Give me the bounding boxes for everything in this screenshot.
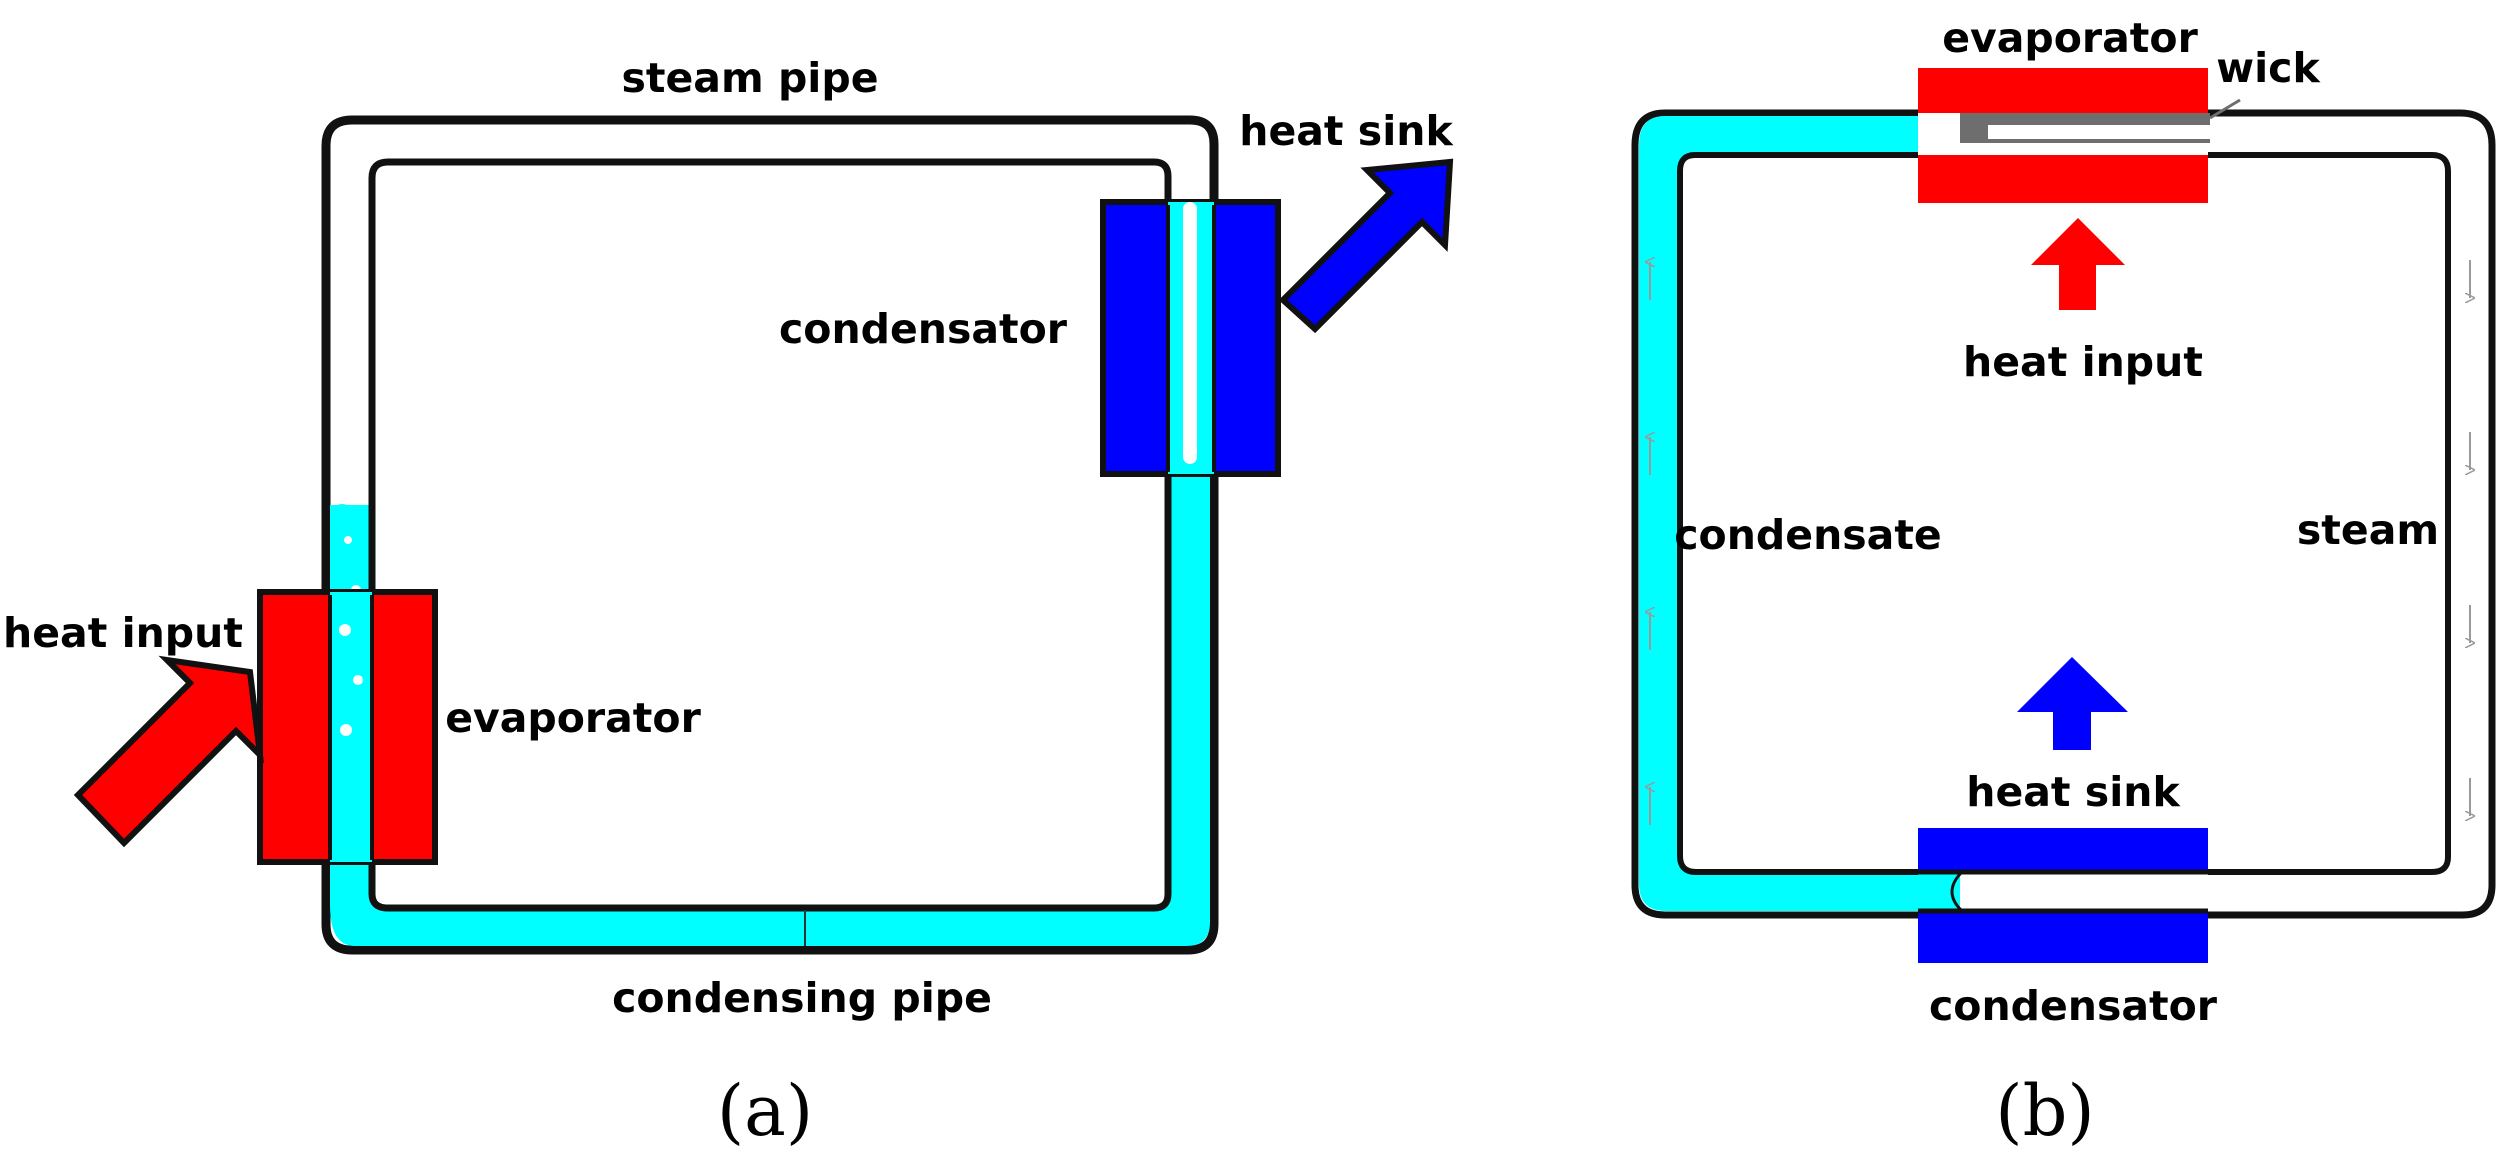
label-condensator-a: condensator <box>779 305 1068 353</box>
label-heat-sink-a: heat sink <box>1239 107 1454 155</box>
label-steam-pipe: steam pipe <box>621 54 878 102</box>
label-steam: steam <box>2297 506 2439 554</box>
caption-b: (b) <box>1995 1070 2094 1152</box>
label-evaporator-b: evaporator <box>1942 14 2198 62</box>
caption-a: (a) <box>717 1070 813 1152</box>
label-wick: wick <box>2216 44 2321 92</box>
label-condensator-b: condensator <box>1929 982 2218 1030</box>
label-heat-input-a: heat input <box>3 609 243 657</box>
heat-input-arrow-b <box>2031 218 2125 310</box>
label-condensing-pipe: condensing pipe <box>612 974 992 1022</box>
pipe-b-inner <box>1677 152 2451 875</box>
heat-input-arrow-a <box>73 655 265 848</box>
label-heat-input-b: heat input <box>1963 338 2203 386</box>
condensate-liquid <box>1639 116 1960 911</box>
label-condensate: condensate <box>1674 511 1941 559</box>
panel-b-diagram: evaporator wick heat input condensate st… <box>1631 14 2496 1152</box>
label-heat-sink-b: heat sink <box>1966 768 2181 816</box>
pipe-a-inner <box>368 158 1172 912</box>
heat-sink-arrow-a <box>1278 158 1454 334</box>
panel-a-diagram: steam pipe heat sink condensator heat in… <box>3 54 1454 1152</box>
label-evaporator-a: evaporator <box>445 694 701 742</box>
heat-sink-arrow-b <box>2017 657 2128 750</box>
